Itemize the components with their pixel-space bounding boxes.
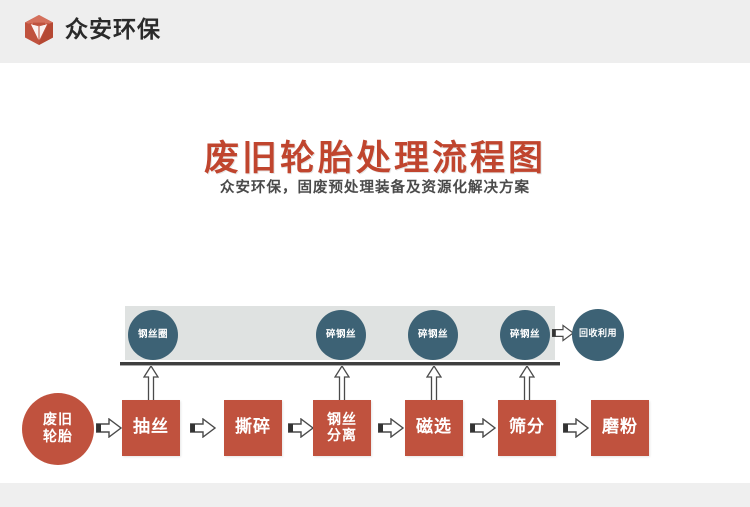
process-step-1: 抽丝 (122, 400, 180, 456)
flow-arrow-icon-4 (469, 417, 497, 439)
process-step-5: 筛分 (498, 400, 556, 456)
process-start-node: 废旧 轮胎 (22, 393, 94, 465)
page-subtitle: 众安环保，固废预处理装备及资源化解决方案 (220, 179, 530, 196)
step-label-2: 撕碎 (235, 417, 271, 438)
step-label-3b: 分离 (327, 428, 357, 444)
byproduct-node-1: 钢丝圈 (128, 310, 178, 360)
byproduct-node-3: 碎钢丝 (408, 310, 458, 360)
page-title: 废旧轮胎处理流程图 (203, 139, 546, 179)
band-baseline-rule (120, 362, 560, 366)
process-step-6: 磨粉 (591, 400, 649, 456)
brand-lockup: 众安环保 (22, 13, 161, 47)
byproduct-node-label: 碎钢丝 (509, 328, 540, 340)
flow-arrow-icon-0 (95, 417, 123, 439)
step-label-5: 筛分 (509, 417, 545, 438)
output-node-recycle: 回收利用 (572, 309, 624, 361)
byproduct-node-2: 碎钢丝 (316, 310, 366, 360)
step-label-6: 磨粉 (602, 417, 638, 438)
app-header: 众安环保 (0, 0, 750, 63)
byproduct-node-4: 碎钢丝 (500, 310, 550, 360)
flow-arrow-icon-3 (377, 417, 405, 439)
band-to-output-arrow-icon (551, 324, 575, 342)
footer-band (0, 483, 750, 507)
flow-arrow-icon-2 (287, 417, 315, 439)
output-node-label: 回收利用 (578, 329, 617, 340)
byproduct-node-label: 钢丝圈 (137, 328, 168, 340)
start-node-label-2: 轮胎 (43, 429, 73, 445)
brand-name: 众安环保 (65, 17, 161, 43)
flow-arrow-icon-1 (189, 417, 217, 439)
step-label-3a: 钢丝 (327, 411, 357, 428)
process-step-3: 钢丝 分离 (313, 400, 371, 456)
slide-canvas: 众安环保 ZHONGAN ECO CO. 废旧轮胎处理流程图 众安环保，固废预处… (0, 63, 750, 483)
flow-arrow-icon-5 (562, 417, 590, 439)
step-label-4: 磁选 (416, 417, 452, 438)
byproduct-node-label: 碎钢丝 (417, 328, 448, 340)
cube-diamond-logo-icon (22, 13, 56, 47)
start-node-label-1: 废旧 (43, 411, 73, 428)
byproduct-node-label: 碎钢丝 (325, 328, 356, 340)
process-step-2: 撕碎 (224, 400, 282, 456)
process-step-4: 磁选 (405, 400, 463, 456)
step-label-1: 抽丝 (133, 417, 169, 438)
